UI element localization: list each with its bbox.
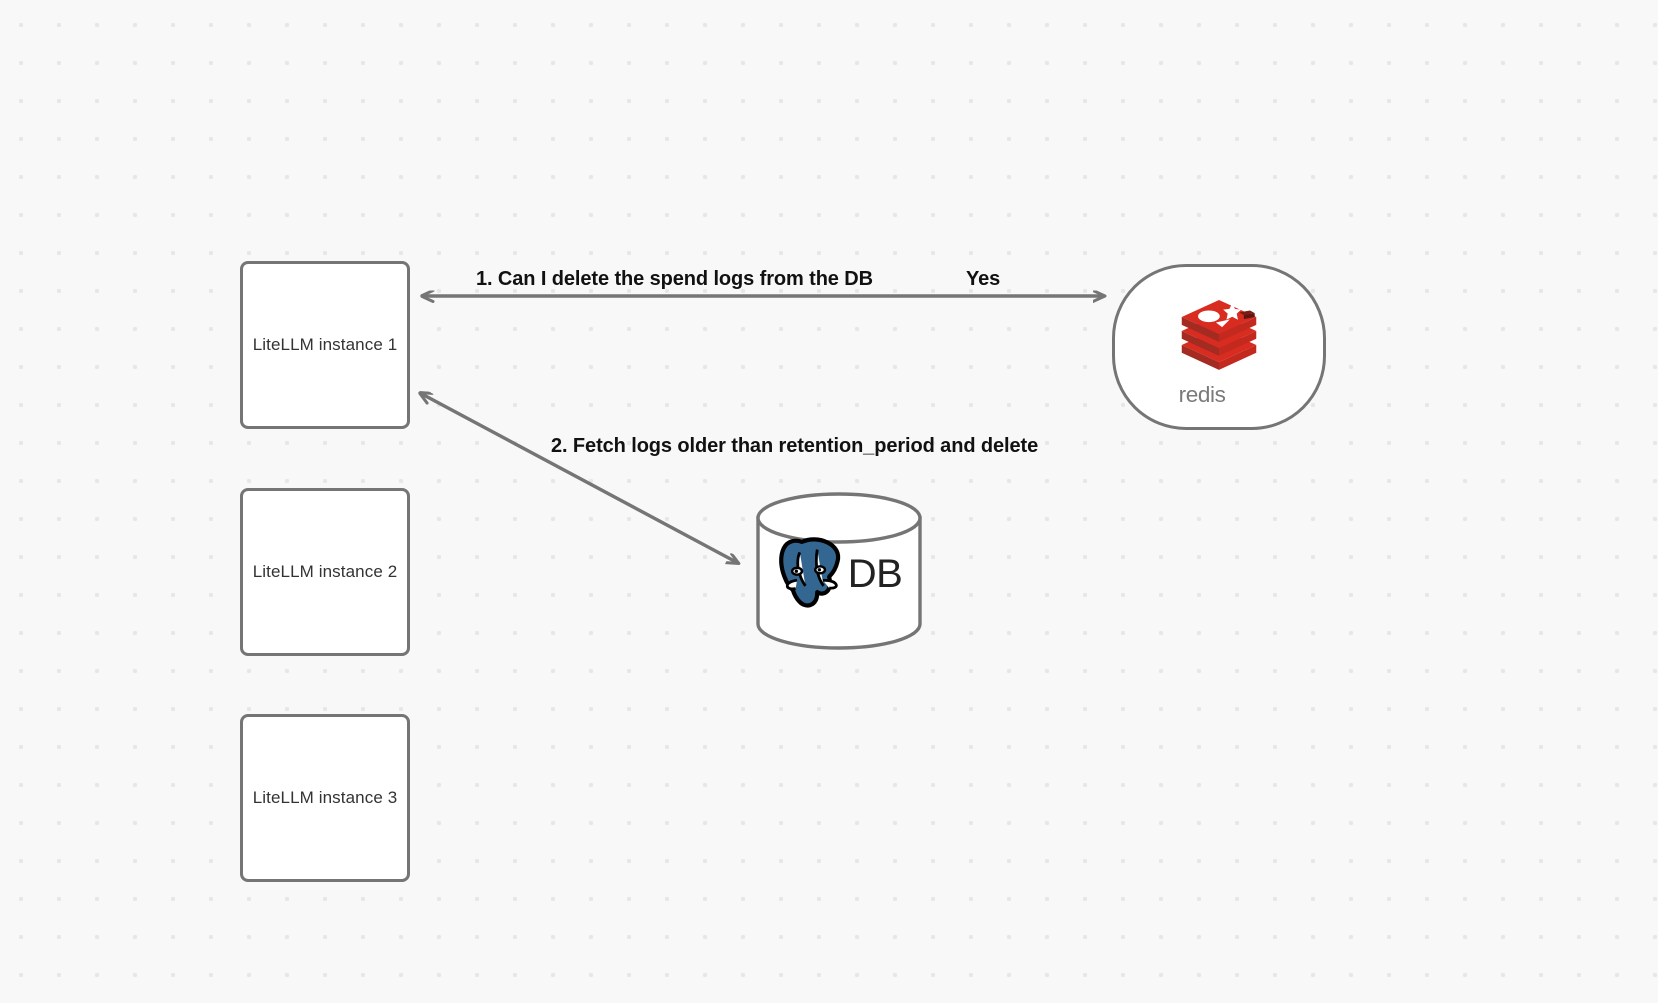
database-node-label: DB [847,552,903,596]
redis-wordmark: redis [1179,382,1226,407]
node-litellm-instance-3[interactable]: LiteLLM instance 3 [240,714,410,882]
edge-instance1-db [420,393,738,563]
edge-label-step-1-answer: Yes [966,268,1001,290]
node-litellm-instance-1[interactable]: LiteLLM instance 1 [240,261,410,429]
edge-label-step-1: 1. Can I delete the spend logs from the … [476,268,873,290]
node-label-litellm-instance-3: LiteLLM instance 3 [252,788,398,807]
node-label-litellm-instance-2: LiteLLM instance 2 [252,562,398,581]
node-redis[interactable]: redis [1112,264,1326,430]
node-litellm-instance-2[interactable]: LiteLLM instance 2 [240,488,410,656]
edge-label-step-2: 2. Fetch logs older than retention_perio… [551,435,1039,457]
database-node-content: DB [754,534,924,614]
node-label-litellm-instance-1: LiteLLM instance 1 [252,335,398,354]
svg-text:redis: redis [1179,382,1226,407]
redis-logo-icon: redis [1163,286,1275,408]
node-database[interactable]: DB [754,492,924,650]
postgresql-elephant-icon [778,537,840,608]
redis-logo-svg [1181,299,1257,370]
